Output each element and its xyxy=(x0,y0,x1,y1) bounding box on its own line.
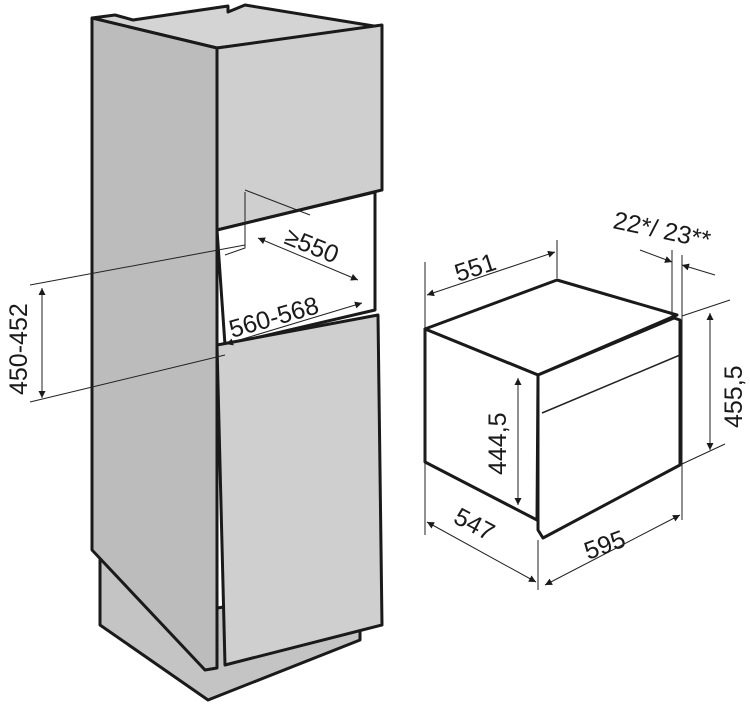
cabinet-upper-front xyxy=(215,23,384,232)
oven-body-depth-label: 547 xyxy=(449,503,499,547)
opening-floor-edge xyxy=(244,189,311,216)
cabinet-lower-door xyxy=(215,313,384,667)
oven-top-depth-label: 551 xyxy=(451,248,499,288)
oven-front-height-label: 455,5 xyxy=(720,365,748,428)
niche-height-label: 450-452 xyxy=(5,303,33,395)
oven-front-thickness-label: 22*/ 23** xyxy=(611,206,714,254)
oven-front-width-label: 595 xyxy=(580,525,629,566)
opening-inner-edge xyxy=(224,192,246,256)
oven-front xyxy=(536,316,682,540)
tall-cabinet: 450-452 ≥550 560-568 xyxy=(5,3,384,702)
oven-body-height-label: 444,5 xyxy=(484,412,512,475)
control-strip-line xyxy=(541,354,681,414)
oven-appliance: 551 22*/ 23** 455,5 444,5 547 595 xyxy=(423,206,748,590)
cabinet-side-panel xyxy=(90,16,219,672)
